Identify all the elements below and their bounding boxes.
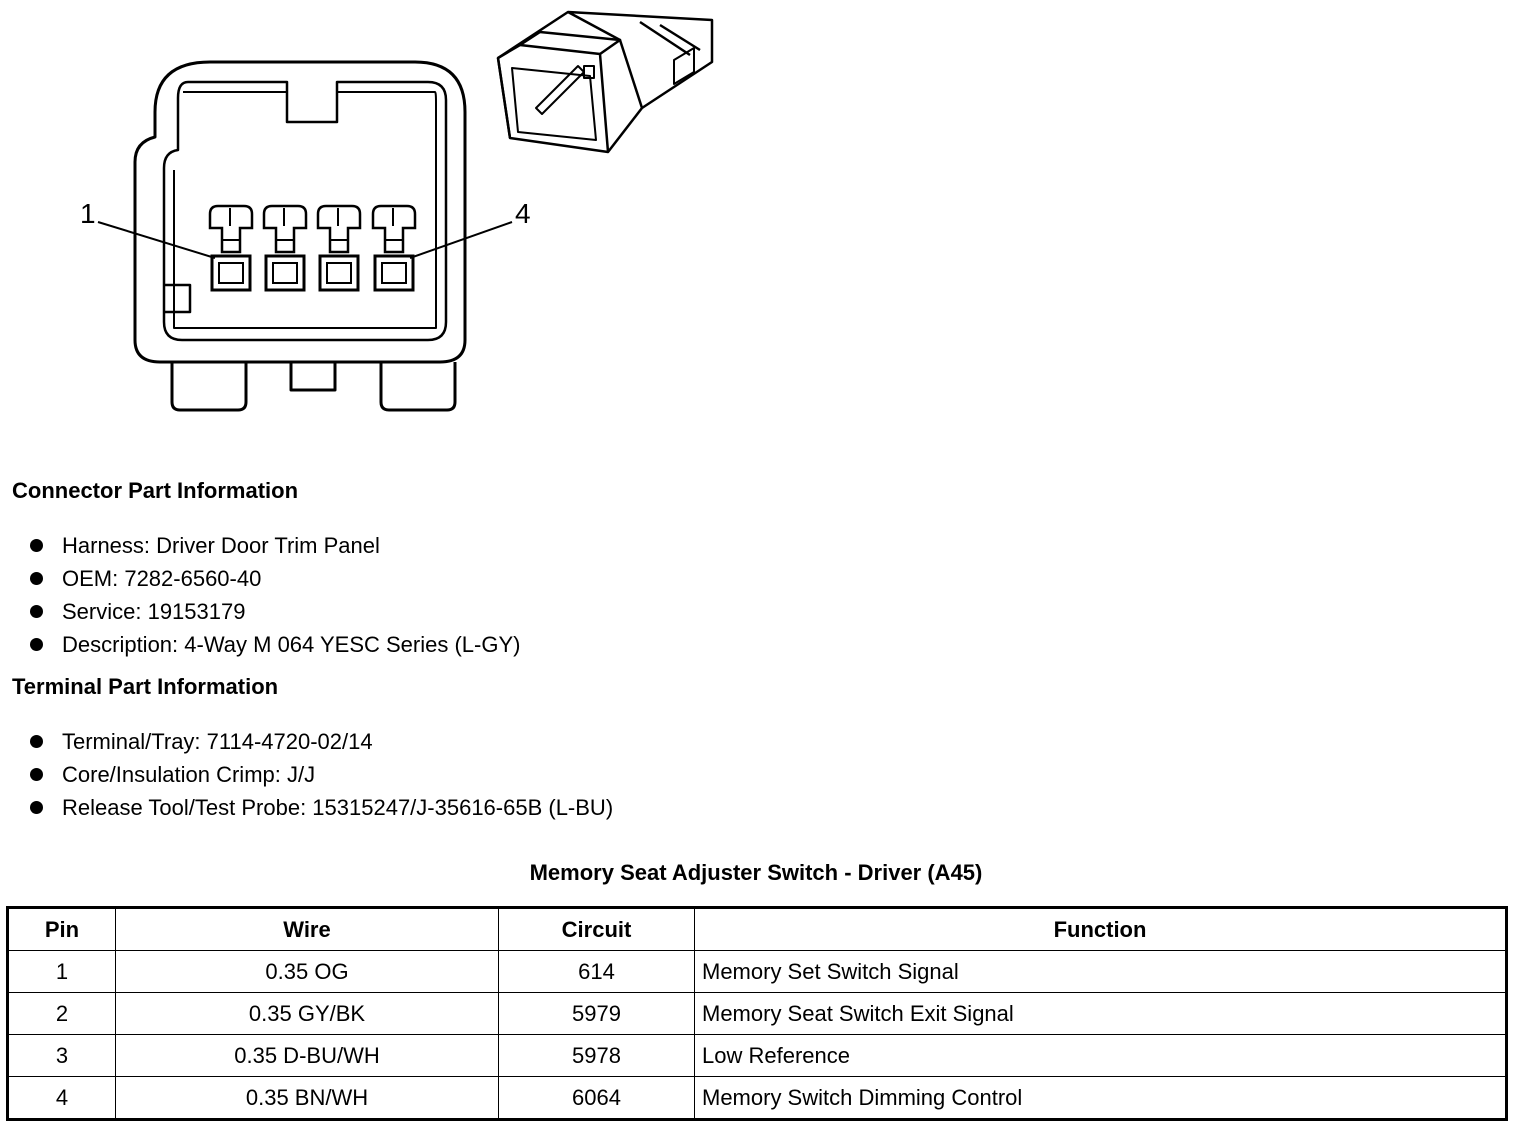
callout-line-pin-1 — [97, 221, 216, 259]
pinout-table: Pin Wire Circuit Function 1 0.35 OG 614 … — [6, 906, 1508, 1121]
bullet-icon — [30, 539, 43, 552]
connector-face-outline — [133, 60, 467, 364]
bullet-icon — [30, 605, 43, 618]
list-item: Description: 4-Way M 064 YESC Series (L-… — [30, 628, 520, 661]
terminal-info-title: Terminal Part Information — [12, 674, 279, 699]
connector-foot-middle — [289, 362, 337, 392]
list-item: Harness: Driver Door Trim Panel — [30, 529, 520, 562]
header-function: Function — [694, 907, 1507, 951]
bullet-icon — [30, 638, 43, 651]
list-item: Core/Insulation Crimp: J/J — [30, 758, 613, 791]
cell-function: Memory Set Switch Signal — [694, 950, 1507, 993]
table-row: 1 0.35 OG 614 Memory Set Switch Signal — [7, 950, 1507, 993]
bullet-icon — [30, 735, 43, 748]
bullet-icon — [30, 801, 43, 814]
terminal-cavity-1 — [208, 204, 254, 292]
table-row: 4 0.35 BN/WH 6064 Memory Switch Dimming … — [7, 1076, 1507, 1120]
terminal-cavity-2 — [262, 204, 308, 292]
cell-pin: 4 — [7, 1076, 116, 1120]
connector-isometric-view — [496, 10, 714, 154]
cell-pin: 1 — [7, 950, 116, 993]
cell-wire: 0.35 BN/WH — [115, 1076, 499, 1120]
cell-circuit: 6064 — [498, 1076, 695, 1120]
bullet-icon — [30, 572, 43, 585]
list-item: Service: 19153179 — [30, 595, 520, 628]
connector-face-inner — [162, 80, 448, 342]
connector-foot-right — [379, 362, 457, 412]
cell-circuit: 5978 — [498, 1034, 695, 1077]
cell-wire: 0.35 GY/BK — [115, 992, 499, 1035]
table-row: 3 0.35 D-BU/WH 5978 Low Reference — [7, 1034, 1507, 1077]
connector-diagram: 1 4 — [80, 10, 714, 412]
cell-function: Memory Switch Dimming Control — [694, 1076, 1507, 1120]
callout-line-pin-4 — [409, 221, 513, 259]
callout-pin-4: 4 — [515, 198, 531, 229]
cell-wire: 0.35 D-BU/WH — [115, 1034, 499, 1077]
cell-circuit: 614 — [498, 950, 695, 993]
list-item: Release Tool/Test Probe: 15315247/J-3561… — [30, 791, 613, 824]
header-pin: Pin — [7, 907, 116, 951]
list-item: Terminal/Tray: 7114-4720-02/14 — [30, 725, 613, 758]
cell-pin: 2 — [7, 992, 116, 1035]
connector-info-list: Harness: Driver Door Trim Panel OEM: 728… — [30, 529, 520, 661]
terminal-info-list: Terminal/Tray: 7114-4720-02/14 Core/Insu… — [30, 725, 613, 824]
header-wire: Wire — [115, 907, 499, 951]
cell-circuit: 5979 — [498, 992, 695, 1035]
table-row: 2 0.35 GY/BK 5979 Memory Seat Switch Exi… — [7, 992, 1507, 1035]
cell-pin: 3 — [7, 1034, 116, 1077]
bullet-icon — [30, 768, 43, 781]
connector-foot-left — [170, 362, 248, 412]
terminal-cavity-3 — [316, 204, 362, 292]
list-item: OEM: 7282-6560-40 — [30, 562, 520, 595]
header-circuit: Circuit — [498, 907, 695, 951]
cell-function: Low Reference — [694, 1034, 1507, 1077]
callout-pin-1: 1 — [80, 198, 96, 229]
table-title: Memory Seat Adjuster Switch - Driver (A4… — [529, 860, 983, 885]
terminal-cavity-4 — [371, 204, 417, 292]
cell-wire: 0.35 OG — [115, 950, 499, 993]
connector-info-title: Connector Part Information — [12, 478, 299, 503]
table-header-row: Pin Wire Circuit Function — [7, 907, 1507, 951]
cell-function: Memory Seat Switch Exit Signal — [694, 992, 1507, 1035]
